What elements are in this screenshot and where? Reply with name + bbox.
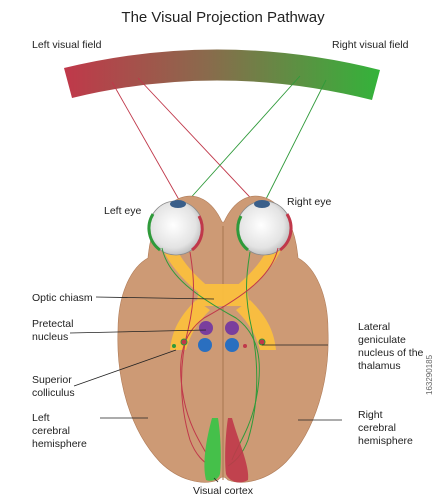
left-visual-field-label: Left visual field	[32, 39, 102, 51]
superior-colliculus-label-1: Superior	[32, 374, 72, 386]
right-hemisphere-label-2: cerebral	[358, 422, 396, 434]
right-hemisphere-label-1: Right	[358, 409, 383, 421]
page-title: The Visual Projection Pathway	[121, 9, 325, 26]
optic-chiasm-label: Optic chiasm	[32, 292, 93, 304]
lgn-label-4: thalamus	[358, 360, 401, 372]
left-hemisphere-label-2: cerebral	[32, 425, 70, 437]
lgn-left	[180, 338, 188, 346]
visual-cortex-label: Visual cortex	[193, 485, 254, 497]
stock-id-text: 163290185	[425, 354, 434, 395]
right-eye	[236, 200, 293, 256]
pretectal-label-2: nucleus	[32, 331, 68, 343]
visual-field-band	[64, 49, 380, 100]
lgn-left-small	[172, 344, 176, 348]
pretectal-label-1: Pretectal	[32, 318, 73, 330]
visual-cortex-right	[225, 418, 249, 483]
light-rays	[111, 75, 327, 213]
left-eye-label: Left eye	[104, 205, 142, 217]
right-visual-field-label: Right visual field	[332, 39, 409, 51]
lgn-label-2: geniculate	[358, 334, 406, 346]
label-leaders	[69, 296, 342, 483]
lgn-label-1: Lateral	[358, 321, 390, 333]
left-hemisphere-label-3: hemisphere	[32, 438, 87, 450]
right-hemisphere-label-3: hemisphere	[358, 435, 413, 447]
superior-colliculus-left	[198, 338, 212, 352]
left-eye	[147, 200, 204, 256]
superior-colliculus-right	[225, 338, 239, 352]
visual-cortex-left	[204, 418, 221, 481]
left-hemisphere-label-1: Left	[32, 412, 50, 424]
lgn-right	[258, 338, 266, 346]
pretectal-nucleus-right	[225, 321, 239, 335]
lgn-right-small	[243, 344, 247, 348]
superior-colliculus-label-2: colliculus	[32, 387, 75, 399]
right-eye-label: Right eye	[287, 196, 332, 208]
pretectal-nucleus-left	[199, 321, 213, 335]
lgn-label-3: nucleus of the	[358, 347, 424, 359]
